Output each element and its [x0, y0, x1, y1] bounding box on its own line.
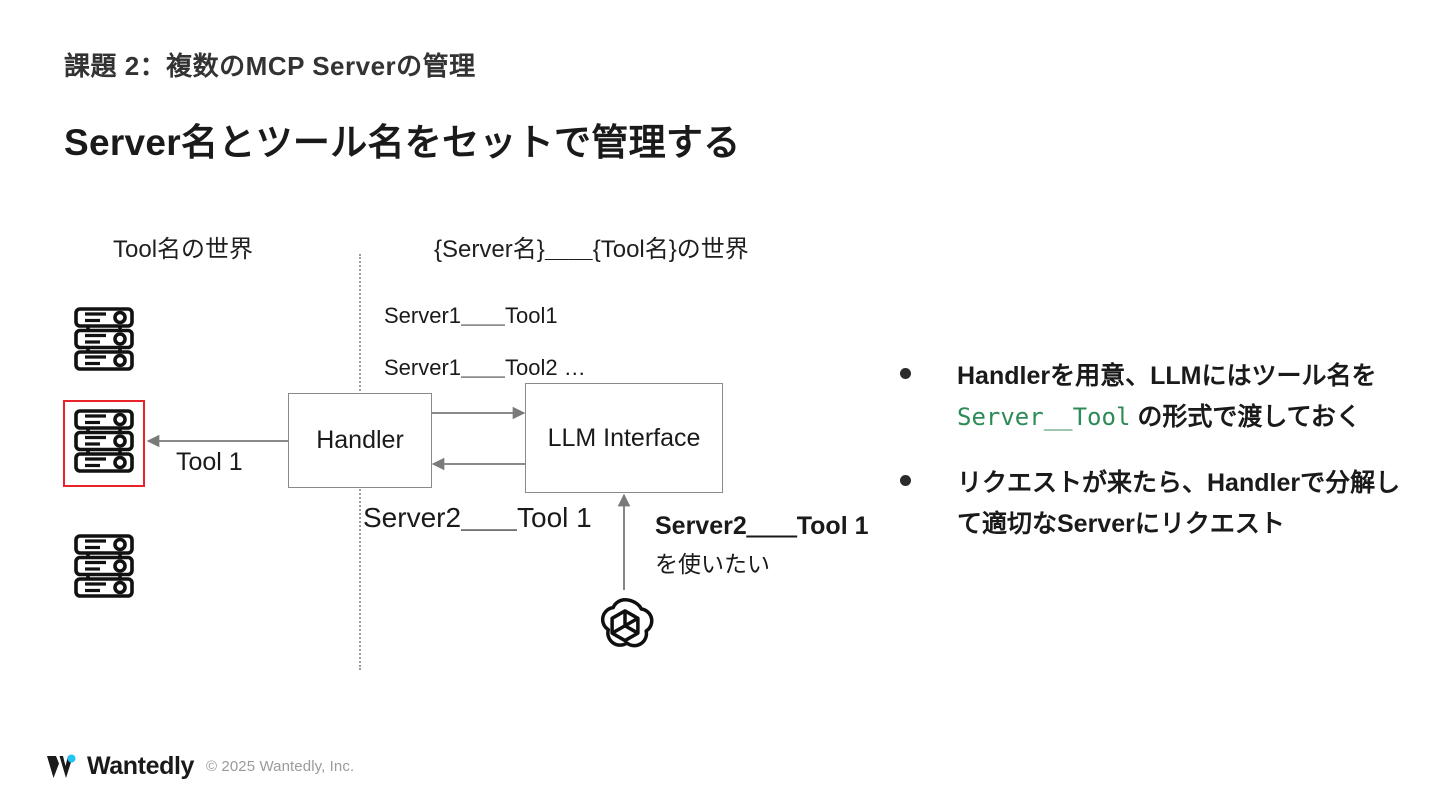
server-icon-bottom-wrapper [68, 530, 140, 607]
column-caption-left: Tool名の世界 [113, 236, 254, 263]
bullet-dot-icon [900, 368, 911, 379]
label-want-to-use: を使いたい [655, 551, 770, 577]
footer: Wantedly © 2025 Wantedly, Inc. [46, 752, 354, 781]
wantedly-wordmark: Wantedly [87, 752, 194, 780]
wantedly-logo-icon [47, 754, 76, 778]
bullet-1-pre: Handlerを用意、LLMにはツール名を [957, 362, 1377, 390]
bullet-text-2: リクエストが来たら、Handlerで分解して適切なServerにリクエスト [957, 463, 1420, 544]
label-tool1: Tool 1 [176, 448, 243, 476]
bullet-dot-icon [900, 475, 911, 486]
server-icon-middle-wrapper-highlighted [63, 400, 145, 487]
list-item: リクエストが来たら、Handlerで分解して適切なServerにリクエスト [900, 463, 1420, 544]
bullet-text-1: Handlerを用意、LLMにはツール名を Server__Tool の形式で渡… [957, 356, 1420, 437]
server-icon-top-wrapper [68, 303, 140, 380]
label-server1-tool2: Server1＿＿Tool2 … [384, 355, 586, 380]
slide-eyebrow: 課題 2：複数のMCP Serverの管理 [64, 51, 476, 81]
bullet-list: Handlerを用意、LLMにはツール名を Server__Tool の形式で渡… [900, 356, 1420, 570]
bullet-2-pre: リクエストが来たら、Handlerで分解して適切なServerにリクエスト [957, 469, 1401, 538]
column-caption-right: {Server名}＿＿{Tool名}の世界 [434, 236, 749, 263]
server-icon-top [74, 307, 134, 371]
openai-logo-icon [600, 597, 654, 648]
bullet-1-post: の形式で渡しておく [1130, 402, 1361, 431]
server-icon-bottom [74, 534, 134, 598]
label-server2-tool1: Server2＿＿Tool 1 [363, 502, 592, 533]
server-icon-middle [74, 409, 134, 473]
list-item: Handlerを用意、LLMにはツール名を Server__Tool の形式で渡… [900, 356, 1420, 437]
handler-box[interactable]: Handler [288, 393, 432, 488]
slide-headline: Server名とツール名をセットで管理する [64, 122, 741, 163]
label-server2-tool1-request: Server2＿＿Tool 1 [655, 512, 869, 540]
copyright-text: © 2025 Wantedly, Inc. [206, 758, 355, 775]
label-server1-tool1: Server1＿＿Tool1 [384, 303, 558, 328]
bullet-1-code: Server__Tool [957, 402, 1131, 431]
llm-interface-box[interactable]: LLM Interface [525, 383, 723, 493]
